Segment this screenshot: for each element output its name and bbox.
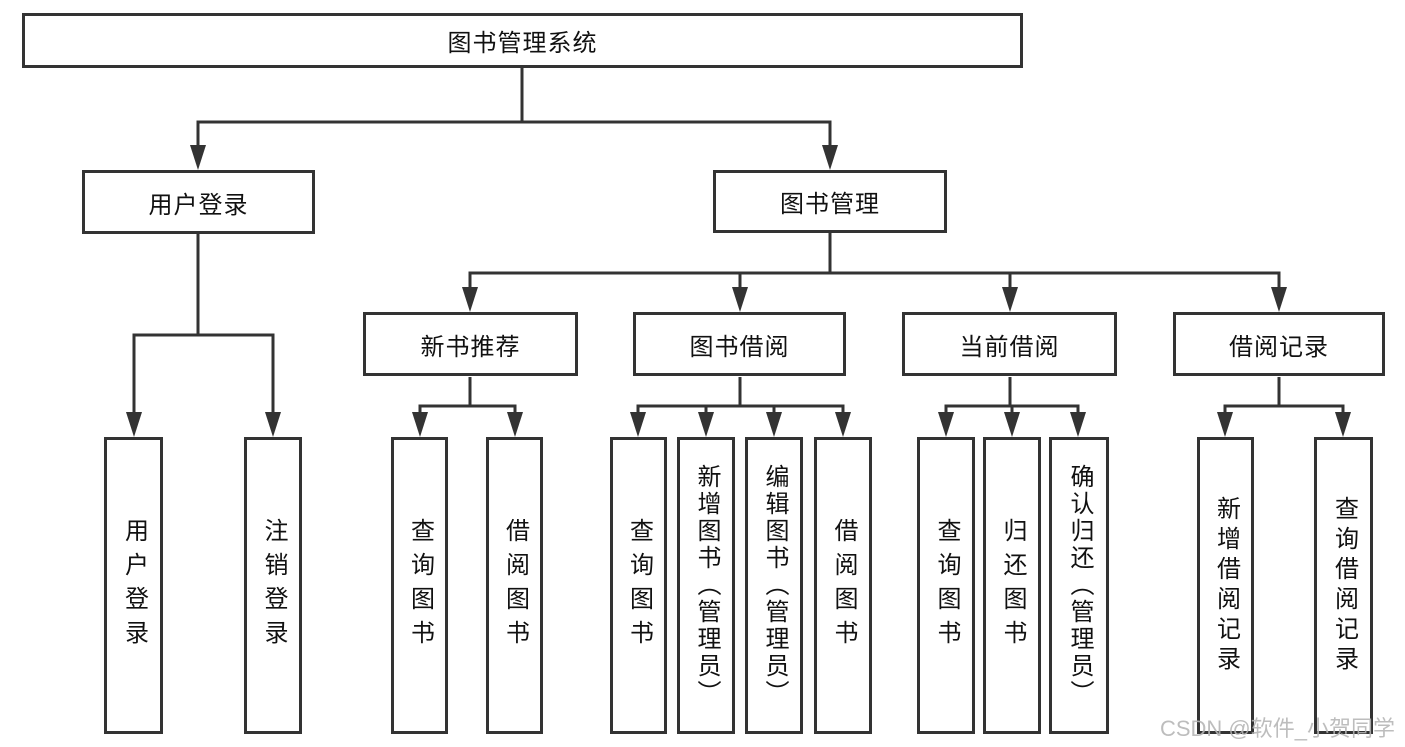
leaf-logout: 注销登录 bbox=[244, 437, 302, 734]
leaf-query-book-2: 查询图书 bbox=[610, 437, 667, 734]
node-root-system: 图书管理系统 bbox=[22, 13, 1023, 68]
leaf-borrow-book-1: 借阅图书 bbox=[486, 437, 543, 734]
node-label: 借阅记录 bbox=[1229, 333, 1329, 361]
leaf-label: 查询图书 bbox=[625, 517, 653, 654]
node-label: 图书借阅 bbox=[689, 333, 790, 361]
leaf-label: 借阅图书 bbox=[501, 517, 529, 654]
leaf-label: 借阅图书 bbox=[830, 517, 857, 654]
leaf-label: 编辑图书（管理员） bbox=[761, 464, 788, 707]
leaf-label: 注销登录 bbox=[260, 517, 287, 654]
leaf-add-book-admin: 新增图书（管理员） bbox=[677, 437, 735, 734]
leaf-query-book-3: 查询图书 bbox=[917, 437, 975, 734]
leaf-confirm-return-admin: 确认归还（管理员） bbox=[1049, 437, 1109, 734]
leaf-label: 用户登录 bbox=[120, 517, 148, 654]
node-book-management: 图书管理 bbox=[713, 170, 947, 233]
leaf-label: 新增图书（管理员） bbox=[693, 464, 720, 707]
leaf-label: 归还图书 bbox=[999, 517, 1026, 654]
leaf-query-book-1: 查询图书 bbox=[391, 437, 448, 734]
node-label: 图书管理系统 bbox=[447, 30, 598, 57]
node-label: 新书推荐 bbox=[420, 333, 521, 361]
node-label: 用户登录 bbox=[148, 191, 249, 219]
leaf-user-login: 用户登录 bbox=[104, 437, 163, 734]
leaf-label: 查询图书 bbox=[933, 517, 960, 654]
node-book-borrowing: 图书借阅 bbox=[633, 312, 846, 376]
leaf-label: 新增借阅记录 bbox=[1212, 495, 1240, 676]
leaf-add-borrow-record: 新增借阅记录 bbox=[1197, 437, 1254, 734]
node-label: 图书管理 bbox=[780, 191, 880, 218]
node-user-login: 用户登录 bbox=[82, 170, 315, 234]
node-new-book-recommend: 新书推荐 bbox=[363, 312, 578, 376]
node-current-borrowing: 当前借阅 bbox=[902, 312, 1117, 376]
leaf-borrow-book-2: 借阅图书 bbox=[814, 437, 872, 734]
leaf-query-borrow-record: 查询借阅记录 bbox=[1314, 437, 1373, 734]
node-label: 当前借阅 bbox=[959, 333, 1060, 361]
leaf-edit-book-admin: 编辑图书（管理员） bbox=[745, 437, 803, 734]
arrowheads bbox=[126, 145, 1351, 437]
node-borrowing-records: 借阅记录 bbox=[1173, 312, 1385, 376]
leaf-label: 查询借阅记录 bbox=[1330, 495, 1358, 676]
leaf-label: 确认归还（管理员） bbox=[1066, 464, 1093, 707]
leaf-label: 查询图书 bbox=[406, 517, 434, 654]
leaf-return-book: 归还图书 bbox=[983, 437, 1041, 734]
csdn-watermark: CSDN @软件_小贺同学 bbox=[1159, 716, 1395, 741]
